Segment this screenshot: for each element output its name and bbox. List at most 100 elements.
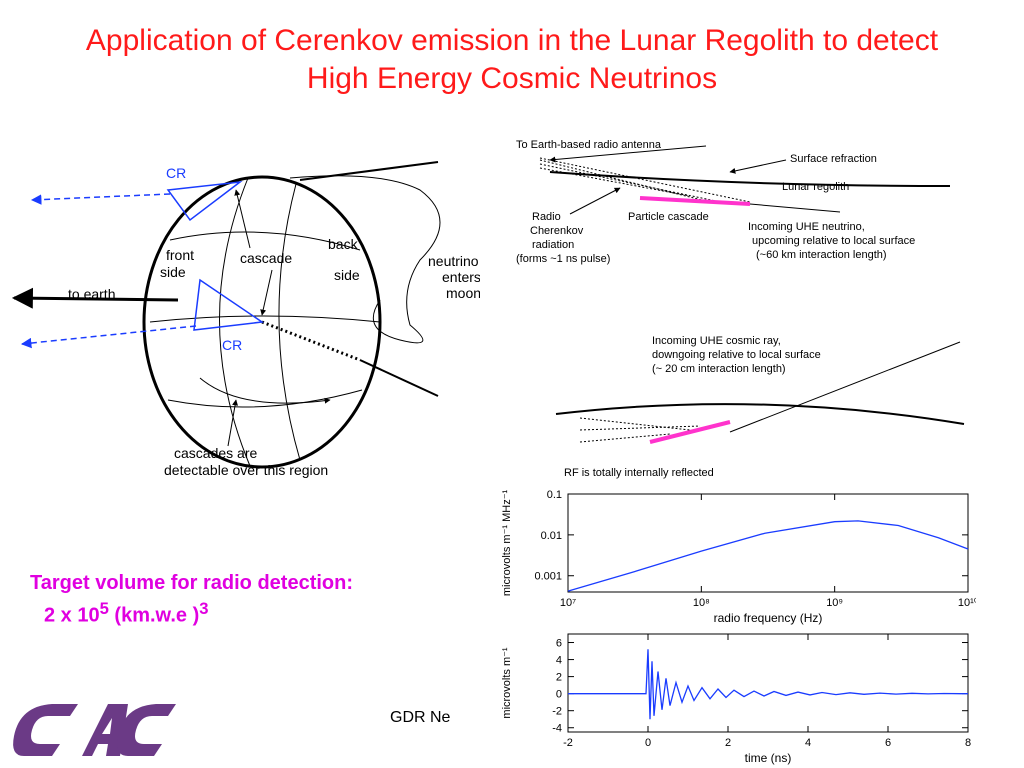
plot-frame — [567, 633, 969, 733]
regolith-label: Lunar regolith — [782, 181, 849, 193]
radio-label-2: Cherenkov — [530, 225, 584, 237]
cr-panel-line-2: downgoing relative to local surface — [652, 349, 821, 361]
neutrino-label-1: neutrino — [428, 253, 479, 269]
rf-label: RF is totally internally reflected — [564, 467, 714, 479]
ray-line-1 — [539, 159, 711, 203]
cr-label-bottom: CR — [222, 337, 242, 353]
y-tick-label: 4 — [556, 655, 562, 667]
neutrino-line — [749, 203, 841, 213]
logo-letter-c2 — [117, 704, 176, 756]
cr-cascade — [649, 420, 731, 444]
latitude-line-2 — [149, 315, 381, 323]
y-tick-label: 0 — [556, 689, 562, 701]
cr-cone-bottom — [193, 278, 265, 331]
x-tick-label: 8 — [965, 737, 971, 749]
target-volume-text: Target volume for radio detection: 2 x 1… — [30, 570, 353, 629]
meridian-line — [278, 183, 301, 461]
y-tick-label: 0.1 — [547, 489, 562, 501]
cr-cone-top — [166, 180, 243, 222]
region-label-1: cascades are — [174, 445, 257, 461]
region-label-2: detectable over this region — [164, 462, 328, 478]
cosmic-ray-panel: Incoming UHE cosmic ray, downgoing relat… — [555, 335, 965, 479]
region-pointer — [227, 399, 239, 447]
rf-ray-1 — [579, 417, 691, 431]
target-unit: (km.w.e ) — [108, 604, 200, 627]
neutrino-track-top — [299, 161, 439, 181]
to-earth-label: to earth — [68, 286, 115, 302]
moon-diagram: CR CR front side cascade back side neutr… — [11, 161, 480, 478]
x-tick-label: 2 — [725, 737, 731, 749]
slide-title: Application of Cerenkov emission in the … — [0, 22, 1024, 98]
rf-ray-2 — [579, 425, 701, 431]
region-arc — [199, 377, 331, 404]
x-tick-label: -2 — [563, 737, 573, 749]
x-axis-label: radio frequency (Hz) — [714, 611, 823, 625]
rf-ray-3 — [579, 433, 671, 443]
radio-pointer — [569, 187, 621, 215]
logo-letter-a — [82, 704, 128, 756]
cr-arrow-bottom — [20, 325, 197, 349]
x-tick-label: 10⁸ — [693, 597, 710, 609]
antenna-label: To Earth-based radio antenna — [516, 139, 662, 151]
radio-label-3: radiation — [532, 239, 574, 251]
neutrino-label-2: enters — [442, 269, 480, 285]
y-tick-label: -2 — [552, 706, 562, 718]
back-side-label-1: back — [328, 236, 359, 252]
ray-line-2 — [539, 163, 731, 205]
cr-panel-line-1: Incoming UHE cosmic ray, — [652, 335, 781, 347]
uhe-label-1: Incoming UHE neutrino, — [748, 221, 865, 233]
target-line-2: 2 x 105 (km.w.e )3 — [30, 596, 353, 629]
cr-label-top: CR — [166, 165, 186, 181]
neutrino-lobe — [289, 175, 441, 344]
logo-letter-c1 — [13, 704, 78, 756]
y-tick-label: 0.001 — [534, 571, 562, 583]
target-value: 2 x 10 — [44, 604, 100, 627]
ray-line-3 — [539, 167, 691, 197]
cascade-pointer-2 — [234, 189, 251, 249]
ray-line-4 — [539, 157, 751, 203]
target-unit-exponent: 3 — [199, 599, 209, 618]
cr-panel-line-3: (~ 20 cm interaction length) — [652, 363, 786, 375]
radio-label-1: Radio — [532, 211, 561, 223]
radio-label-4: (forms ~1 ns pulse) — [516, 253, 610, 265]
y-axis-label: microvolts m⁻¹ MHz⁻¹ — [501, 490, 513, 597]
uhe-label-3: (~60 km interaction length) — [756, 249, 887, 261]
x-tick-label: 4 — [805, 737, 811, 749]
to-earth-arrow — [11, 287, 179, 309]
x-tick-label: 10⁷ — [560, 597, 576, 609]
title-line-2: High Energy Cosmic Neutrinos — [306, 62, 718, 95]
terminator-line — [219, 177, 251, 467]
plot-frame — [567, 493, 969, 593]
cosmic-ray-track — [729, 341, 961, 433]
target-exponent: 5 — [99, 599, 109, 618]
cascade-label: cascade — [240, 250, 292, 266]
latitude-line-3 — [167, 389, 363, 408]
y-tick-label: -4 — [552, 723, 562, 735]
x-tick-label: 10⁹ — [826, 597, 843, 609]
x-tick-label: 0 — [645, 737, 651, 749]
antenna-pointer — [549, 145, 707, 163]
spectrum-chart: 10⁷ 10⁸ 10⁹ 10¹⁰ 0.1 0.01 0.001 radio frequency… — [501, 489, 976, 625]
series-line — [567, 520, 969, 592]
neutrino-panel: To Earth-based radio antenna Surface ref… — [516, 139, 951, 265]
front-side-label-1: front — [166, 247, 194, 263]
neutrino-label-3: moon — [446, 285, 480, 301]
y-tick-label: 2 — [556, 672, 562, 684]
cac-logo — [13, 704, 176, 756]
refraction-pointer — [729, 159, 787, 174]
surface-curve — [555, 403, 965, 425]
neutrino-track-bottom — [359, 359, 439, 397]
target-line-1: Target volume for radio detection: — [30, 572, 353, 594]
cascade-stroke — [639, 196, 751, 206]
front-side-label-2: side — [160, 264, 186, 280]
cascade-label: Particle cascade — [628, 211, 709, 223]
x-tick-label: 10¹⁰ — [958, 597, 976, 609]
regolith-surface — [549, 171, 951, 187]
footer-text: GDR Ne — [390, 709, 451, 726]
title-line-1: Application of Cerenkov emission in the … — [85, 24, 939, 57]
x-axis-label: time (ns) — [745, 751, 792, 765]
series-line — [568, 649, 968, 720]
y-tick-label: 0.01 — [541, 530, 562, 542]
back-side-label-2: side — [334, 267, 360, 283]
